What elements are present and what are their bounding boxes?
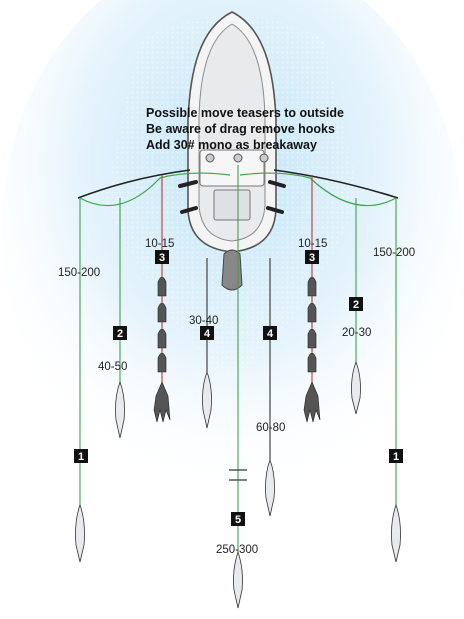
outrigger-right	[273, 169, 399, 199]
distance-line-1-left: 150-200	[58, 267, 100, 279]
teaser-squid	[157, 276, 167, 297]
badge-number: 5	[235, 514, 241, 526]
bait-line-2-right	[351, 360, 361, 415]
halyard-right	[239, 172, 397, 207]
distance-line-2-right: 20-30	[342, 327, 371, 339]
badge-number: 1	[393, 451, 399, 463]
distance-line-2-left: 40-50	[98, 361, 127, 373]
teaser-squid	[307, 302, 317, 323]
halyard-left	[79, 172, 231, 207]
teaser-skirt	[303, 381, 321, 423]
note-line-2: Be aware of drag remove hooks	[146, 122, 335, 136]
badge-line-1-left: 1	[74, 449, 88, 463]
teaser-squid	[307, 328, 317, 349]
badge-number: 2	[353, 299, 359, 311]
teaser-chain-right	[303, 276, 321, 423]
teaser-squid	[157, 328, 167, 349]
distance-line-3-left: 10-15	[145, 238, 174, 250]
bait-line-4-left	[202, 370, 212, 429]
badge-number: 1	[78, 451, 84, 463]
boat	[187, 11, 277, 291]
badge-line-1-right: 1	[389, 449, 403, 463]
teaser-skirt	[153, 381, 171, 423]
rod-holder-center	[233, 153, 243, 163]
badge-line-2-left: 2	[113, 326, 127, 340]
badge-line-2-right: 2	[349, 297, 363, 311]
bait-line-4-right	[265, 458, 275, 517]
rod-right-upper	[268, 180, 286, 188]
badge-number: 2	[117, 328, 123, 340]
badge-line-4-left: 4	[200, 326, 214, 340]
rod-left-lower	[180, 206, 198, 214]
outboard-motor	[221, 249, 243, 291]
badge-number: 4	[267, 328, 274, 340]
console	[213, 189, 251, 221]
note-line-3: Add 30# mono as breakaway	[146, 138, 317, 152]
distance-line-3-right: 10-15	[298, 238, 327, 250]
badge-line-3-right: 3	[305, 250, 319, 264]
distance-line-1-right: 150-200	[373, 247, 415, 259]
bait-line-2-left	[115, 380, 125, 439]
badge-number: 3	[159, 252, 165, 264]
distance-line-4-right: 60-80	[256, 422, 285, 434]
note-line-1: Possible move teasers to outside	[146, 106, 344, 120]
distance-line-5-center: 250-300	[216, 544, 258, 556]
teaser-squid	[307, 352, 317, 373]
teaser-squid	[307, 276, 317, 297]
rod-right-lower	[266, 206, 284, 214]
rod-holder-left	[205, 153, 215, 163]
bait-line-1-right	[391, 503, 401, 563]
transom	[199, 149, 265, 187]
badge-line-4-right: 4	[263, 326, 277, 340]
boat-deck	[198, 23, 266, 242]
rod-holder-right	[259, 153, 269, 163]
badge-number: 4	[204, 328, 211, 340]
teaser-chain-left	[153, 276, 171, 423]
badge-line-3-left: 3	[155, 250, 169, 264]
teaser-squid	[157, 352, 167, 373]
badge-line-5-center: 5	[231, 512, 245, 526]
outrigger-left	[77, 169, 191, 199]
distance-line-4-left: 30-40	[189, 315, 218, 327]
rod-left-upper	[178, 180, 198, 188]
bait-line-1-left	[75, 503, 85, 563]
badge-number: 3	[309, 252, 315, 264]
bait-line-5-center	[233, 550, 243, 609]
teaser-squid	[157, 302, 167, 323]
